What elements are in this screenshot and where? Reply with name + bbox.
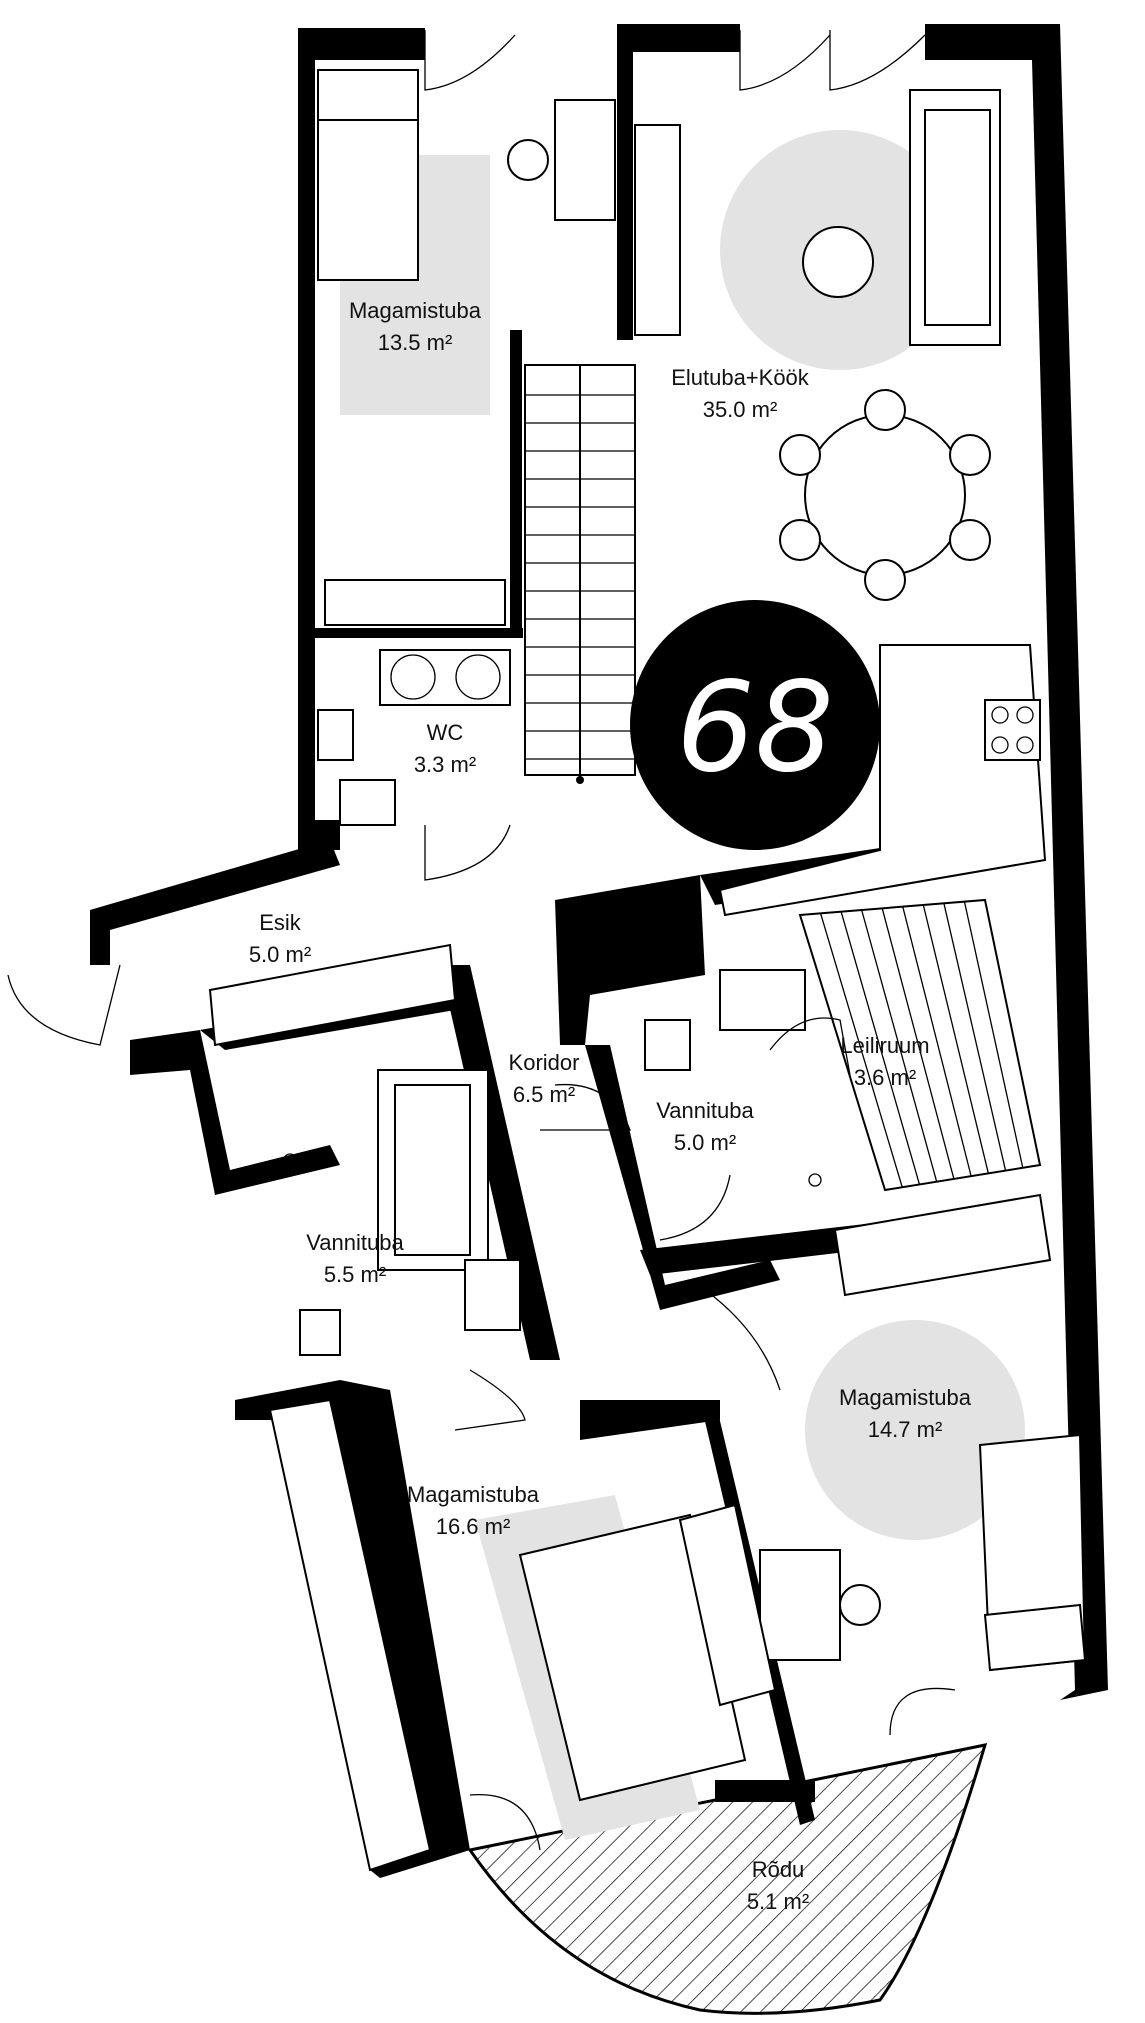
sauna-bench-slat <box>861 909 938 1182</box>
room-labels: Magamistuba 13.5 m² Elutuba+Köök 35.0 m²… <box>249 298 972 1914</box>
room-name-bath-1: Vannituba <box>656 1098 754 1123</box>
room-area-living: 35.0 m² <box>703 397 778 422</box>
sauna-bench-slat <box>922 904 989 1174</box>
room-name-bedroom-2: Magamistuba <box>839 1385 972 1410</box>
sauna-bench-slat <box>881 908 955 1180</box>
room-name-wc: WC <box>427 720 464 745</box>
room-name-living: Elutuba+Köök <box>671 365 810 390</box>
room-name-sauna: Leiliruum <box>840 1033 929 1058</box>
apartment-number: 68 <box>676 656 834 800</box>
room-area-corridor: 6.5 m² <box>513 1082 575 1107</box>
sauna-bench-slat <box>902 906 972 1177</box>
sauna-bench-slat <box>963 901 1024 1168</box>
balcony-area <box>467 1743 988 2015</box>
room-area-balcony: 5.1 m² <box>747 1889 809 1914</box>
room-name-corridor: Koridor <box>509 1050 580 1075</box>
sauna-bench-slat <box>943 903 1007 1171</box>
room-area-sauna: 3.6 m² <box>854 1065 916 1090</box>
room-name-bedroom-3: Magamistuba <box>407 1482 540 1507</box>
room-area-entry: 5.0 m² <box>249 942 311 967</box>
furniture <box>208 69 1087 1872</box>
apartment-number-badge: 68 <box>630 600 880 850</box>
room-area-bedroom-1: 13.5 m² <box>378 330 453 355</box>
door-swings <box>7 30 956 1851</box>
room-area-bath-2: 5.5 m² <box>324 1262 386 1287</box>
room-name-bedroom-1: Magamistuba <box>349 298 482 323</box>
sauna-bench-slat <box>840 911 921 1185</box>
room-area-bedroom-2: 14.7 m² <box>868 1417 943 1442</box>
room-name-balcony: Rõdu <box>752 1857 805 1882</box>
room-area-wc: 3.3 m² <box>414 752 476 777</box>
room-area-bedroom-3: 16.6 m² <box>436 1514 511 1539</box>
room-name-entry: Esik <box>259 910 302 935</box>
room-area-bath-1: 5.0 m² <box>674 1130 736 1155</box>
staircase <box>524 364 636 784</box>
room-name-bath-2: Vannituba <box>306 1230 404 1255</box>
sauna-bench-slat <box>819 913 903 1188</box>
